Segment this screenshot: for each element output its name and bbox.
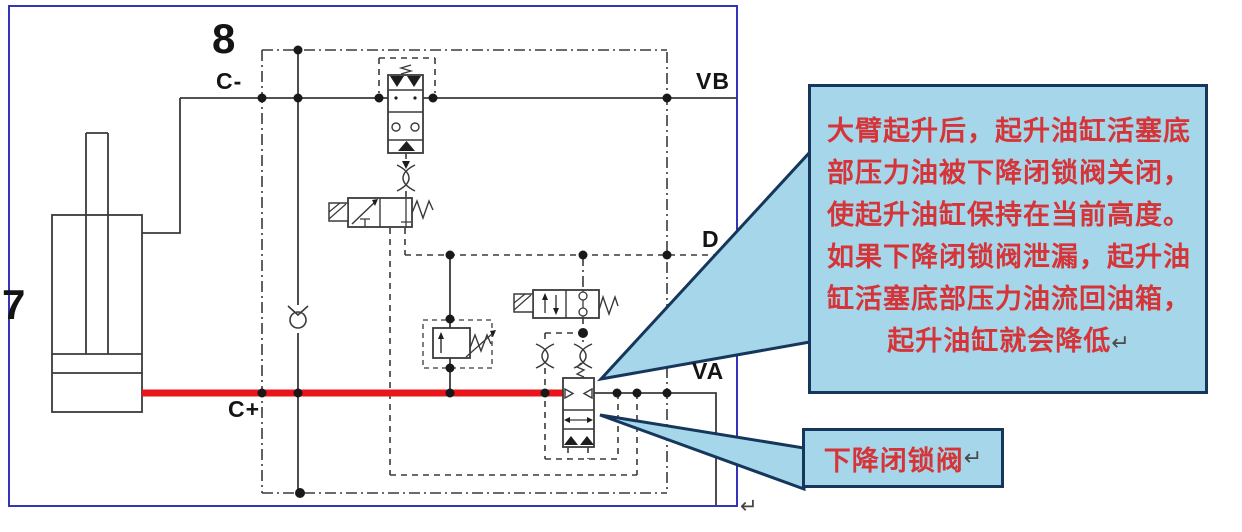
- callout-text-line: 起升油缸就会降低↵: [887, 326, 1131, 356]
- solenoid-valve-1-icon: [328, 197, 434, 228]
- return-mark-icon: ↵: [740, 495, 758, 518]
- return-mark-icon: ↵: [1111, 330, 1131, 355]
- callout-text-line: 使起升油缸保持在当前高度。: [827, 200, 1191, 230]
- port-label-vb: VB: [696, 68, 730, 94]
- throttle-pair-icon: [535, 343, 593, 369]
- callout-text-line: 缸活塞底部压力油流回油箱，: [827, 284, 1191, 314]
- check-valve-icon: [287, 305, 309, 329]
- component-number-7: 7: [2, 281, 26, 328]
- lock-valve-name-text: 下降闭锁阀: [823, 445, 964, 476]
- lowering-lock-valve-icon: [562, 362, 595, 448]
- schematic-panel: [8, 5, 738, 507]
- main-solid-lines: [142, 50, 737, 505]
- return-mark-icon: ↵: [963, 445, 983, 470]
- relief-valve-icon: [422, 319, 496, 369]
- port-label-d: D: [702, 226, 720, 252]
- pilot-dashed-lines: [378, 57, 737, 476]
- component-number-8: 8: [212, 15, 236, 62]
- port-label-c-plus: C+: [228, 396, 261, 422]
- junction-dots: [257, 45, 672, 498]
- lock-valve-name-callout: 下降闭锁阀↵: [802, 428, 1004, 488]
- main-callout-pointer: [596, 148, 812, 382]
- solenoid-valve-2-icon: [513, 289, 619, 319]
- explanation-callout: 大臂起升后，起升油缸活塞底 部压力油被下降闭锁阀关闭， 使起升油缸保持在当前高度…: [808, 84, 1208, 394]
- callout-text-line: 如果下降闭锁阀泄漏，起升油: [827, 242, 1191, 272]
- counterbalance-valve-icon: [387, 64, 424, 169]
- port-label-c-minus: C-: [216, 68, 243, 94]
- enclosure-dashdot-lines: [261, 49, 668, 494]
- hydraulic-cylinder: [51, 132, 143, 413]
- port-label-va: VA: [692, 358, 725, 384]
- callout-text-line: 大臂起升后，起升油缸活塞底: [827, 116, 1191, 146]
- callout-text-line: 部压力油被下降闭锁阀关闭，: [827, 158, 1191, 188]
- throttle-icon: [396, 164, 416, 192]
- valve-callout-pointer: [599, 413, 806, 492]
